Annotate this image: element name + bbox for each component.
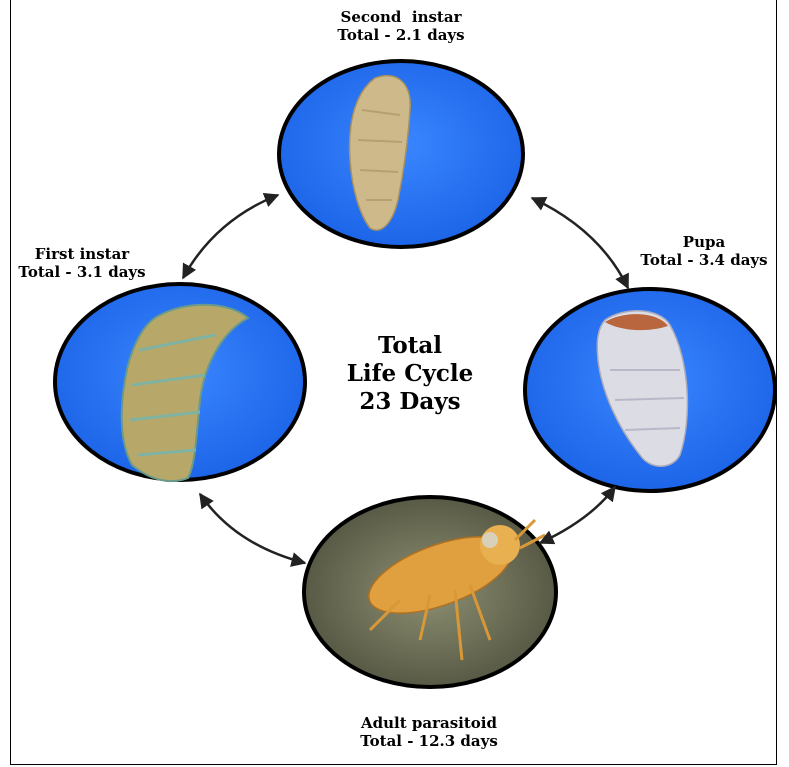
center-line-2: Life Cycle <box>310 360 510 388</box>
second-instar-name: Second instar <box>301 8 501 26</box>
second-instar-label: Second instar Total - 2.1 days <box>301 8 501 44</box>
first-instar-name: First instar <box>12 245 152 263</box>
adult-eye <box>482 532 498 548</box>
arrow-second-to-pupa <box>532 198 628 288</box>
first-instar-duration: Total - 3.1 days <box>12 263 152 281</box>
adult-duration: Total - 12.3 days <box>329 732 529 750</box>
pupa-name: Pupa <box>624 233 784 251</box>
arrow-first-to-second <box>183 195 278 278</box>
first-instar-label: First instar Total - 3.1 days <box>12 245 152 281</box>
adult-label: Adult parasitoid Total - 12.3 days <box>329 714 529 750</box>
second-instar-duration: Total - 2.1 days <box>301 26 501 44</box>
arrow-adult-to-first <box>200 494 305 563</box>
second-instar-stage <box>279 61 523 247</box>
pupa-label: Pupa Total - 3.4 days <box>624 233 784 269</box>
arrow-pupa-to-adult <box>540 487 615 543</box>
pupa-stage <box>525 289 775 491</box>
pupa-duration: Total - 3.4 days <box>624 251 784 269</box>
center-line-1: Total <box>310 332 510 360</box>
adult-stage <box>304 497 556 687</box>
total-life-cycle-text: Total Life Cycle 23 Days <box>310 332 510 416</box>
center-line-3: 23 Days <box>310 388 510 416</box>
first-instar-stage <box>55 284 305 481</box>
adult-name: Adult parasitoid <box>329 714 529 732</box>
